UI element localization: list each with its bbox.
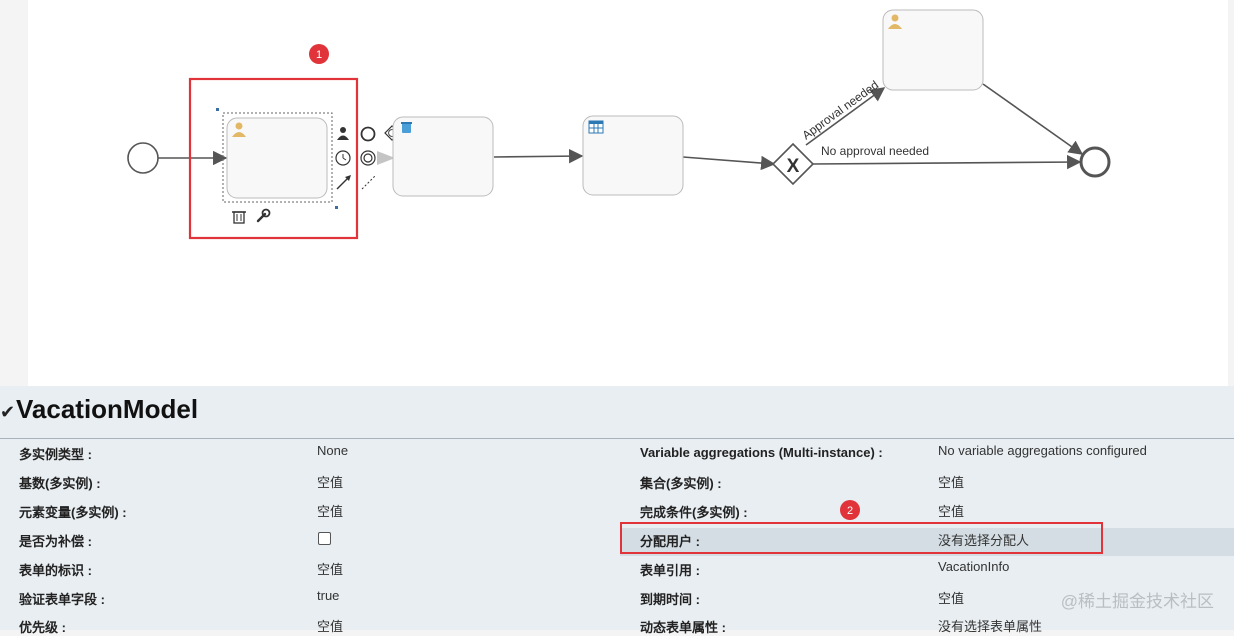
prop-value-assignee[interactable]: 没有选择分配人	[938, 533, 1030, 548]
label-no-approval-needed: No approval needed	[821, 144, 929, 158]
prop-label-element-variable: 元素变量(多实例) :	[19, 505, 127, 520]
start-event[interactable]	[127, 142, 159, 174]
properties-panel: ✔ VacationModel 多实例类型 : None 基数(多实例) : 空…	[0, 386, 1234, 635]
prop-label-is-compensation: 是否为补偿 :	[19, 534, 92, 549]
flow-no-approval[interactable]	[811, 154, 1082, 170]
prop-label-assignee: 分配用户 :	[640, 534, 700, 549]
compensation-checkbox[interactable]	[318, 532, 331, 545]
service-task[interactable]	[392, 116, 494, 197]
prop-value-completion-condition[interactable]: 空值	[938, 504, 965, 519]
prop-value-collection[interactable]: 空值	[938, 475, 965, 490]
model-name: VacationModel	[16, 394, 199, 424]
bpmn-diagram[interactable]: Approval needed No approval needed	[0, 0, 1234, 386]
prop-label-variable-aggregations: Variable aggregations (Multi-instance) :	[640, 445, 883, 460]
prop-label-form-reference: 表单引用 :	[640, 563, 700, 578]
flow-service-to-form[interactable]	[493, 148, 584, 164]
prop-label-due-date: 到期时间 :	[640, 592, 700, 607]
marker-badge-1	[309, 44, 329, 64]
prop-value-form-reference[interactable]: VacationInfo	[938, 559, 1010, 574]
table-icon	[588, 120, 604, 134]
prop-value-variable-aggregations[interactable]: No variable aggregations configured	[938, 443, 1147, 458]
row-highlight-assignee	[620, 528, 1234, 556]
annotation-overlay: 2	[620, 500, 1103, 554]
user-task-selected[interactable]	[226, 117, 328, 199]
flow-approval-needed[interactable]	[805, 87, 886, 146]
gateway-symbol: X	[787, 156, 800, 177]
form-task[interactable]	[582, 115, 684, 196]
trash-icon[interactable]	[232, 211, 246, 224]
marker-label-2: 2	[847, 505, 853, 517]
user-icon	[888, 14, 902, 29]
wrench-icon[interactable]	[256, 208, 271, 223]
connect-arrow-icon[interactable]	[336, 175, 351, 190]
prop-value-cardinality[interactable]: 空值	[317, 475, 344, 490]
selection-box	[222, 112, 333, 203]
properties-header: ✔ VacationModel	[0, 386, 1234, 439]
resize-handle[interactable]	[335, 206, 338, 209]
prop-label-collection: 集合(多实例) :	[640, 476, 722, 491]
prop-value-element-variable[interactable]: 空值	[317, 504, 344, 519]
highlight-box-assignee	[620, 522, 1103, 554]
flow-approval-to-end[interactable]	[982, 83, 1084, 155]
end-event[interactable]	[1079, 146, 1111, 178]
service-icon	[401, 122, 412, 133]
flow-form-to-gateway[interactable]	[682, 155, 776, 171]
user-icon	[232, 122, 246, 137]
append-timer-event-icon[interactable]	[335, 150, 351, 166]
resize-handle[interactable]	[216, 108, 219, 111]
association-icon[interactable]	[361, 175, 376, 190]
marker-badge-2	[840, 500, 860, 520]
prop-label-completion-condition: 完成条件(多实例) :	[640, 505, 748, 520]
approval-user-task[interactable]	[882, 9, 984, 91]
prop-label-validate-form-fields: 验证表单字段 :	[19, 592, 105, 607]
highlight-box-task	[188, 77, 359, 240]
prop-value-form-key[interactable]: 空值	[317, 562, 344, 577]
prop-label-multi-instance-type: 多实例类型 :	[19, 447, 92, 462]
prop-value-multi-instance-type[interactable]: None	[317, 443, 349, 458]
prop-label-form-key: 表单的标识 :	[19, 563, 92, 578]
append-end-event-icon[interactable]	[360, 126, 376, 142]
label-approval-needed: Approval needed	[800, 78, 882, 143]
check-collapse-icon[interactable]: ✔	[0, 402, 16, 422]
watermark: @稀土掘金技术社区	[1060, 592, 1214, 611]
prop-value-validate-form-fields[interactable]: true	[317, 588, 340, 603]
append-intermediate-event-icon[interactable]	[360, 150, 376, 166]
append-user-task-icon[interactable]	[337, 127, 349, 140]
prop-value-due-date[interactable]: 空值	[938, 591, 965, 606]
marker-label-1: 1	[316, 49, 322, 61]
exclusive-gateway[interactable]	[771, 142, 815, 186]
prop-label-cardinality: 基数(多实例) :	[19, 476, 101, 491]
